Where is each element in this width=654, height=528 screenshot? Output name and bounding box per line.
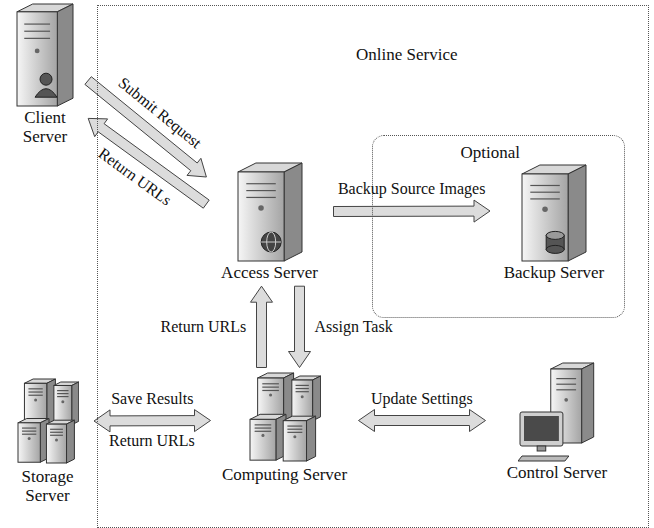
server-name: Storage Server [5,468,90,505]
server-name: Computing Server [215,466,355,485]
flow-arrow [359,410,486,432]
arrow-label: Save Results [111,390,193,408]
server-name: Backup Server [494,264,614,283]
arrow-label: Return URLs [109,432,195,450]
server-name: Control Server [490,464,625,483]
optional-region: OptionalBackup Server [372,135,625,318]
client-server: Client Server [5,3,85,146]
server-icon [249,372,321,464]
flow-arrow [334,200,491,222]
flow-arrow [289,286,311,367]
server-icon [518,362,596,462]
flow-arrow [251,286,273,367]
flow-arrow [94,410,211,432]
server-icon [521,164,587,262]
arrow-label: Return URLs [96,145,176,210]
storage-server: Storage Server [5,378,90,505]
arrow-label: Return URLs [161,318,247,336]
control-server: Control Server [490,362,625,483]
server-icon [237,162,303,262]
region-title: Online Service [356,46,458,65]
access-server: Access Server [210,162,330,283]
region-title: Optional [461,144,521,163]
server-icon [17,378,79,466]
arrow-label: Submit Request [115,74,205,152]
backup-server: Backup Server [494,164,614,283]
server-name: Client Server [5,109,85,146]
server-icon [16,3,74,107]
arrow-label: Assign Task [315,318,393,336]
service-region: Online ServiceAccess Server OptionalBacku… [97,5,649,528]
server-name: Access Server [210,264,330,283]
arrow-label: Update Settings [371,390,473,408]
arrow-label: Backup Source Images [337,180,487,198]
computing-server: Computing Server [215,372,355,485]
